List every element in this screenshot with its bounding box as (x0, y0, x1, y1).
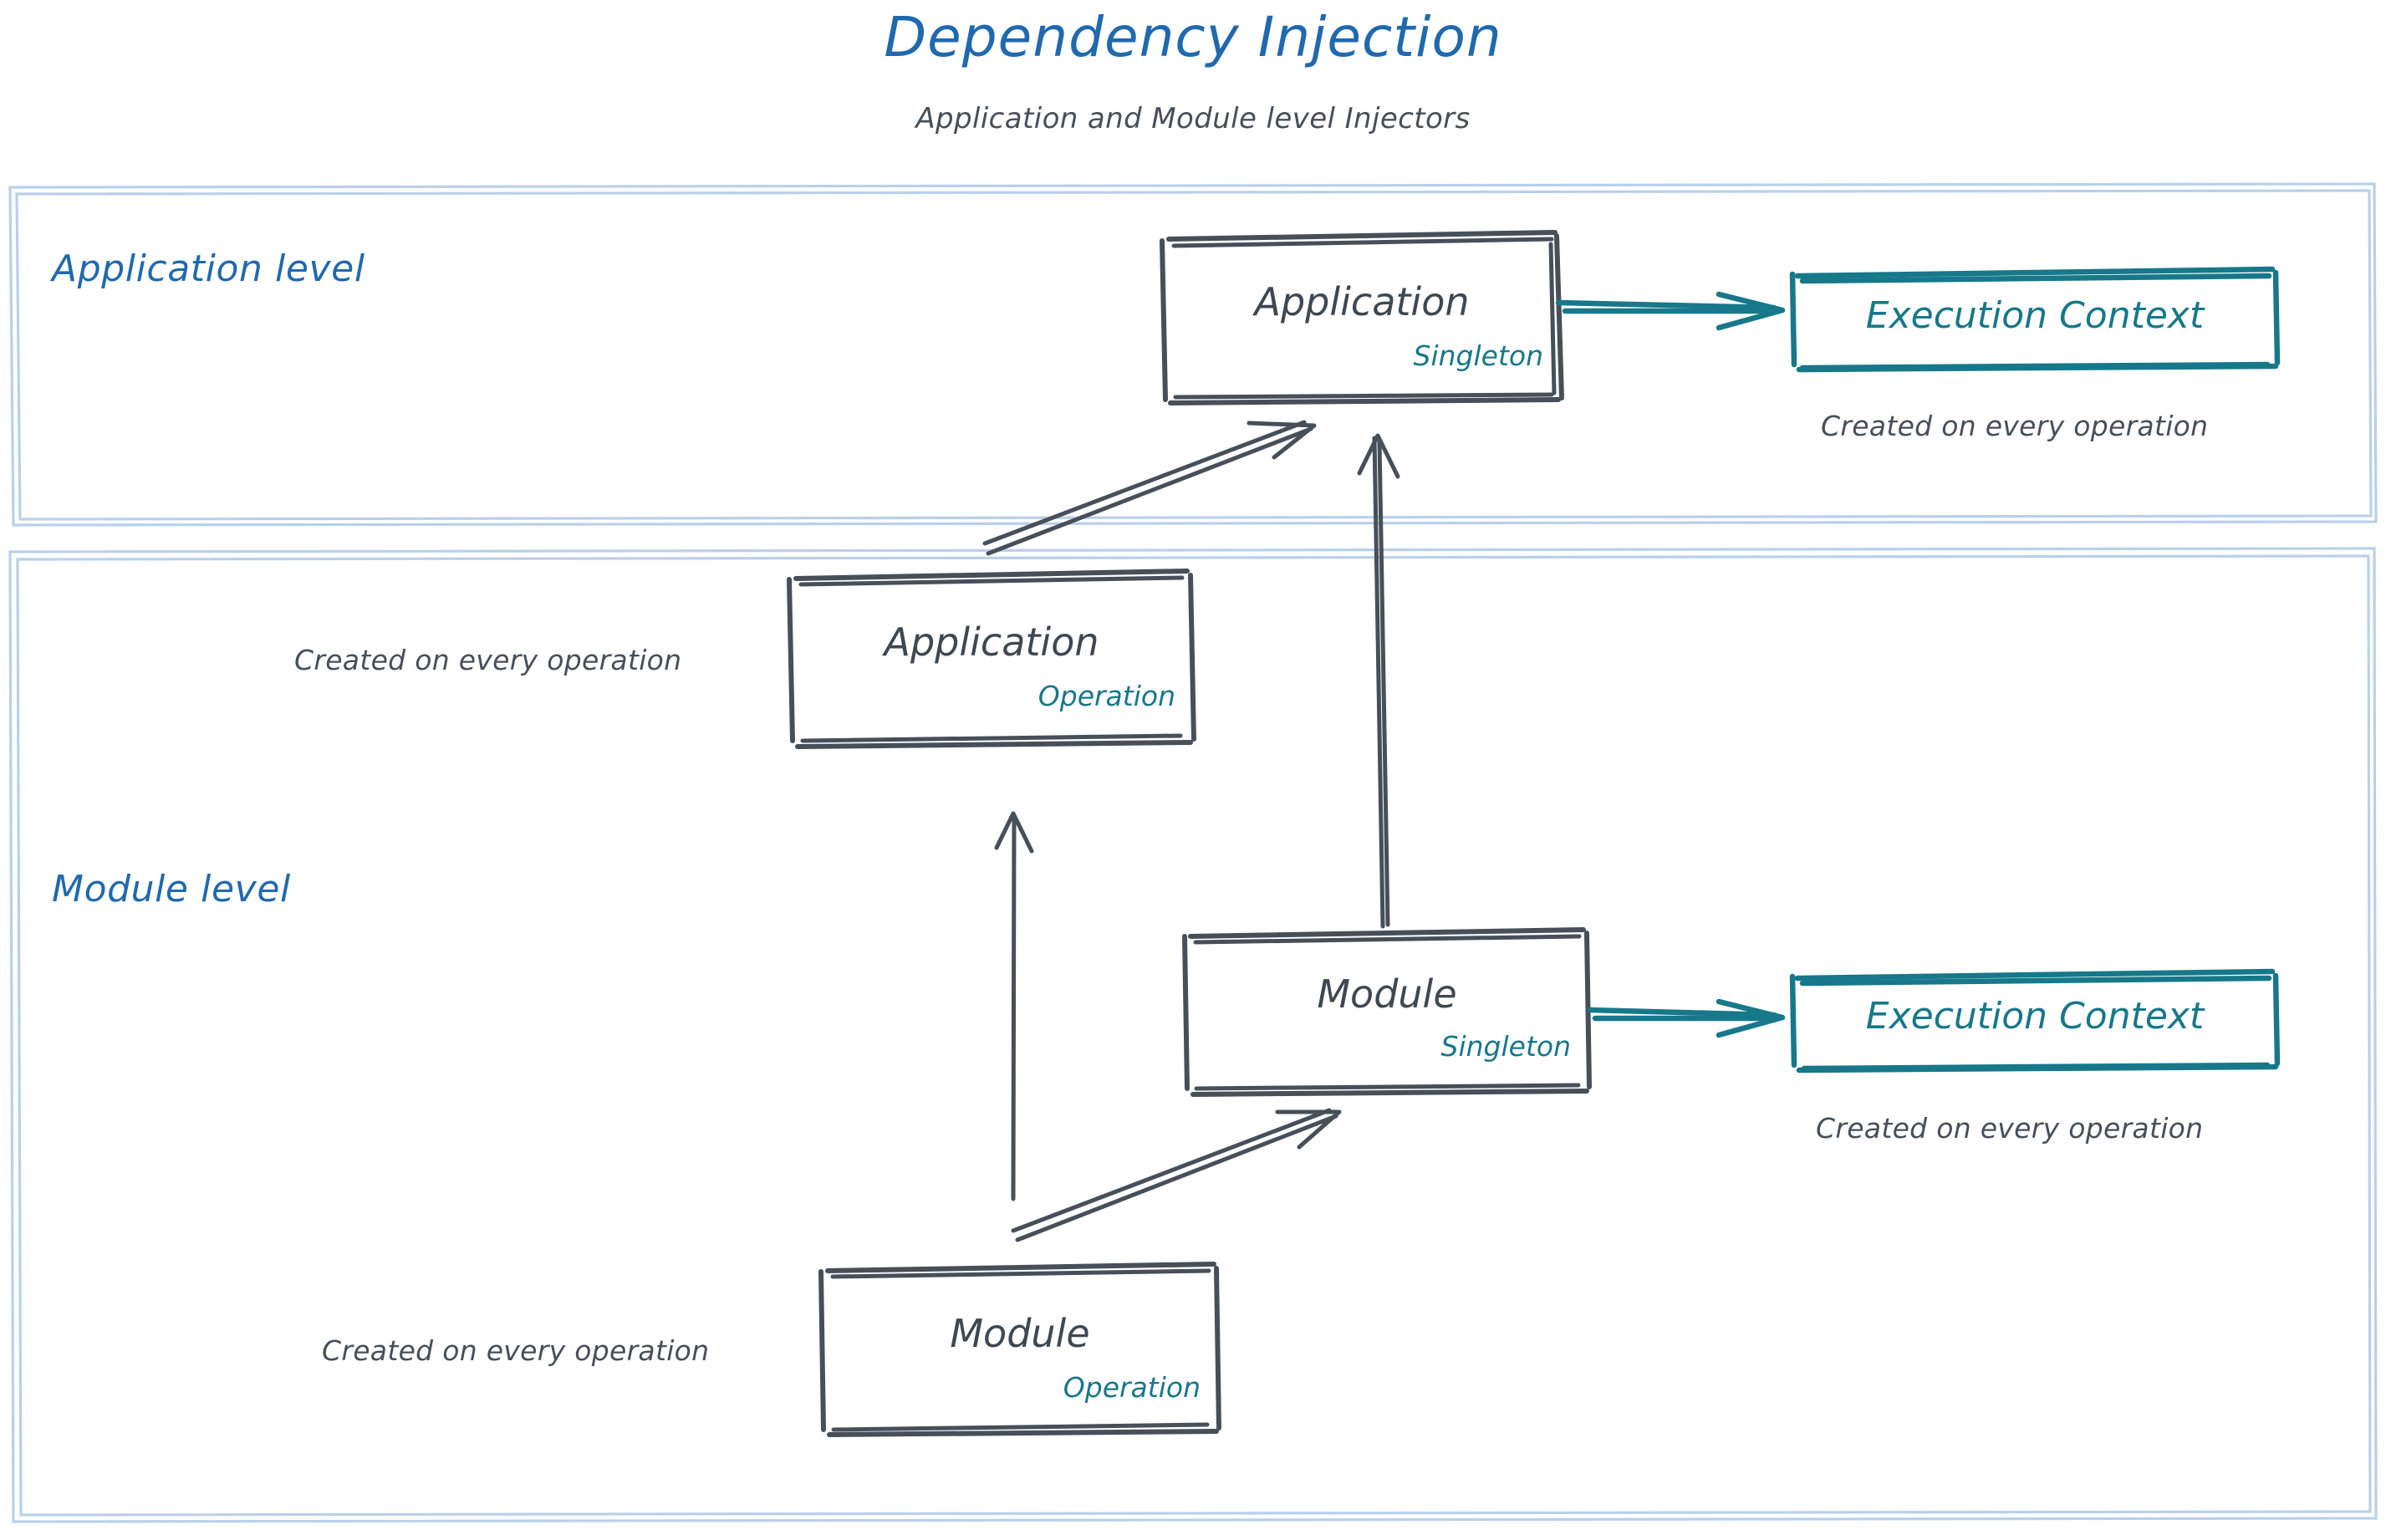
caption-module-operation: Created on every operation (322, 1334, 710, 1367)
node-label: Module (1317, 971, 1457, 1017)
node-scope-badge: Singleton (1413, 339, 1544, 372)
node-execution-context-module[interactable]: Execution Context (1792, 971, 2277, 1070)
node-application-operation[interactable]: Application Operation (789, 571, 1194, 747)
panel-label-module-level: Module level (52, 868, 291, 910)
page-title: Dependency Injection (884, 5, 1502, 69)
panel-label-application-level: Application level (52, 247, 365, 290)
caption-application-operation: Created on every operation (294, 644, 682, 676)
caption-execution-context-app: Created on every operation (1821, 410, 2209, 442)
node-label: Module (950, 1311, 1090, 1356)
arrow-module-singleton-to-application-singleton (1357, 433, 1400, 929)
node-application-singleton[interactable]: Application Singleton (1162, 232, 1562, 403)
arrow-application-operation-to-singleton (982, 420, 1317, 556)
node-label: Execution Context (1865, 294, 2205, 337)
arrow-module-to-execution-context (1587, 998, 1786, 1038)
arrow-application-to-execution-context (1555, 291, 1786, 331)
node-label: Execution Context (1865, 995, 2205, 1038)
node-module-singleton[interactable]: Module Singleton (1185, 930, 1589, 1094)
node-label: Application (884, 620, 1099, 665)
node-scope-badge: Singleton (1440, 1030, 1572, 1063)
node-execution-context-app[interactable]: Execution Context (1792, 269, 2277, 370)
arrow-module-operation-to-module-singleton (1011, 1108, 1342, 1242)
node-label: Application (1254, 279, 1470, 324)
arrow-module-operation-to-application-operation (994, 811, 1034, 1201)
node-module-operation[interactable]: Module Operation (821, 1264, 1219, 1435)
node-scope-badge: Operation (1063, 1371, 1201, 1404)
node-scope-badge: Operation (1038, 680, 1175, 712)
caption-execution-context-module: Created on every operation (1816, 1112, 2204, 1145)
page-subtitle: Application and Module level Injectors (915, 102, 1471, 135)
